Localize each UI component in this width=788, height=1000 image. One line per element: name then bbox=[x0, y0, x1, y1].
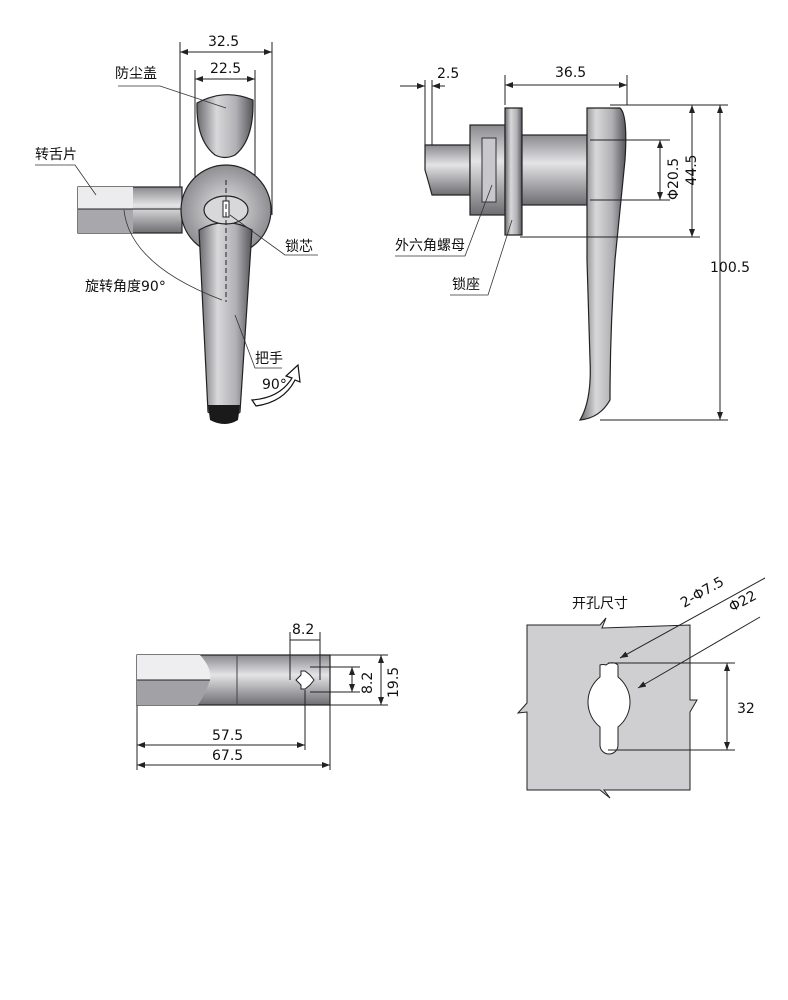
label-rotation-angle: 旋转角度90° bbox=[85, 279, 166, 295]
side-view: 2.5 36.5 Φ20.5 44.5 100.5 外六角螺母 锁座 bbox=[395, 65, 750, 421]
label-handle: 把手 bbox=[255, 351, 283, 367]
dim-2-phi-7-5: 2-Φ7.5 bbox=[678, 574, 727, 611]
handle-side bbox=[578, 107, 627, 421]
front-view: 32.5 22.5 防尘盖 转舌片 锁芯 旋转角度90° 把手 90° bbox=[35, 34, 318, 424]
dim-57-5: 57.5 bbox=[212, 728, 243, 744]
handle bbox=[198, 221, 253, 420]
dim-8-2-top: 8.2 bbox=[292, 622, 314, 638]
dust-cover bbox=[196, 94, 254, 159]
lock-seat bbox=[504, 107, 523, 236]
dim-2-5: 2.5 bbox=[437, 66, 459, 82]
label-turn-angle: 90° bbox=[262, 377, 287, 393]
dim-phi-22: Φ22 bbox=[726, 588, 759, 616]
rotate-arrow-icon bbox=[250, 363, 301, 407]
label-dust-cover: 防尘盖 bbox=[115, 66, 157, 82]
dim-44-5: 44.5 bbox=[684, 154, 700, 185]
dim-phi-20-5: Φ20.5 bbox=[666, 158, 682, 200]
square-hole bbox=[295, 670, 315, 690]
tongue-view: 8.2 8.2 19.5 57.5 67.5 bbox=[136, 622, 402, 770]
dim-8-2-side: 8.2 bbox=[360, 672, 376, 694]
label-lock-core: 锁芯 bbox=[285, 239, 313, 255]
tongue-side bbox=[424, 144, 471, 196]
label-tongue: 转舌片 bbox=[35, 147, 77, 163]
cylinder bbox=[521, 134, 588, 206]
dim-19-5: 19.5 bbox=[386, 667, 402, 698]
cutout-title: 开孔尺寸 bbox=[572, 596, 628, 612]
panel bbox=[516, 617, 698, 799]
dim-32: 32 bbox=[737, 701, 755, 717]
dim-32-5: 32.5 bbox=[208, 34, 239, 50]
cutout-view: 开孔尺寸 32 2-Φ7.5 Φ22 bbox=[516, 574, 766, 799]
dim-22-5: 22.5 bbox=[210, 61, 241, 77]
dim-67-5: 67.5 bbox=[212, 748, 243, 764]
dim-36-5: 36.5 bbox=[555, 65, 586, 81]
label-lock-seat: 锁座 bbox=[452, 277, 480, 293]
label-hex-nut: 外六角螺母 bbox=[395, 238, 465, 254]
dim-100-5: 100.5 bbox=[710, 260, 750, 276]
